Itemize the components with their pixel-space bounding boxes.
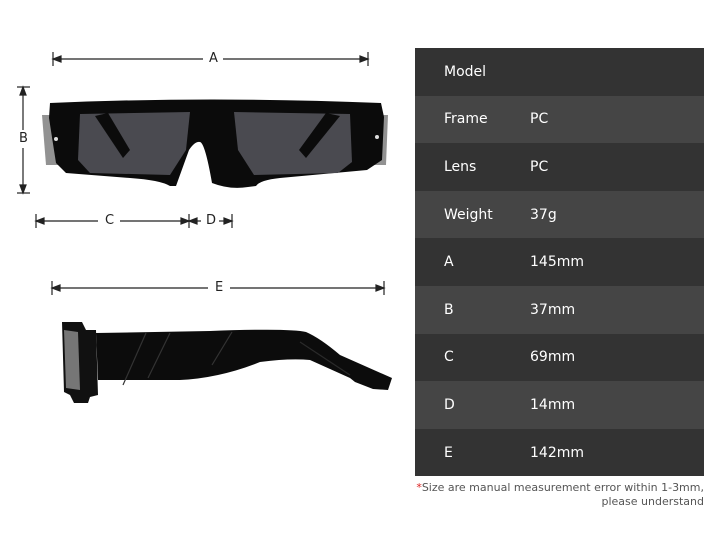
measurement-note: *Size are manual measurement error withi… <box>416 481 704 509</box>
dimension-c-label: C <box>102 214 118 228</box>
spec-value: PC <box>530 158 549 175</box>
spec-row-c: C 69mm <box>415 333 704 382</box>
spec-value: 37mm <box>530 301 576 318</box>
spec-key: Frame <box>444 111 488 128</box>
spec-row-model: Model <box>415 48 704 96</box>
spec-value: PC <box>530 111 549 128</box>
spec-row-d: D 14mm <box>415 381 704 429</box>
spec-row-b: B 37mm <box>415 285 704 334</box>
dimension-b-label: B <box>16 132 31 146</box>
spec-value: 69mm <box>530 349 576 366</box>
spec-key: Weight <box>444 206 493 223</box>
dimension-a-line <box>51 52 370 66</box>
note-line-1: Size are manual measurement error within… <box>421 481 704 494</box>
spec-key: Model <box>444 63 487 80</box>
note-line-2: please understand <box>601 495 705 508</box>
spec-value: 142mm <box>530 444 584 461</box>
spec-value: 145mm <box>530 254 584 271</box>
dimension-d-label: D <box>203 214 220 228</box>
dimension-cd-lines <box>34 214 234 228</box>
dimension-b-line <box>17 85 30 195</box>
spec-row-frame: Frame PC <box>415 95 704 144</box>
spec-value: 14mm <box>530 396 576 413</box>
sunglasses-side-icon <box>62 322 392 403</box>
front-view-diagram <box>17 52 388 228</box>
side-view-diagram <box>50 281 392 403</box>
spec-row-lens: Lens PC <box>415 143 704 191</box>
spec-key: E <box>444 444 453 461</box>
spec-row-weight: Weight 37g <box>415 190 704 239</box>
spec-row-a: A 145mm <box>415 238 704 286</box>
spec-key: C <box>444 349 454 366</box>
dimension-a-label: A <box>206 52 221 66</box>
spec-table: Model Frame PC Lens PC Weight 37g A 145m… <box>415 48 704 477</box>
note-asterisk: * <box>416 481 422 494</box>
dimension-e-line <box>50 281 386 295</box>
spec-row-e: E 142mm <box>415 428 704 477</box>
spec-key: Lens <box>444 158 477 175</box>
dimension-e-label: E <box>212 281 227 295</box>
spec-key: B <box>444 301 454 318</box>
spec-key: A <box>444 254 454 271</box>
spec-key: D <box>444 396 455 413</box>
sunglasses-front-icon <box>42 99 388 188</box>
spec-value: 37g <box>530 206 557 223</box>
